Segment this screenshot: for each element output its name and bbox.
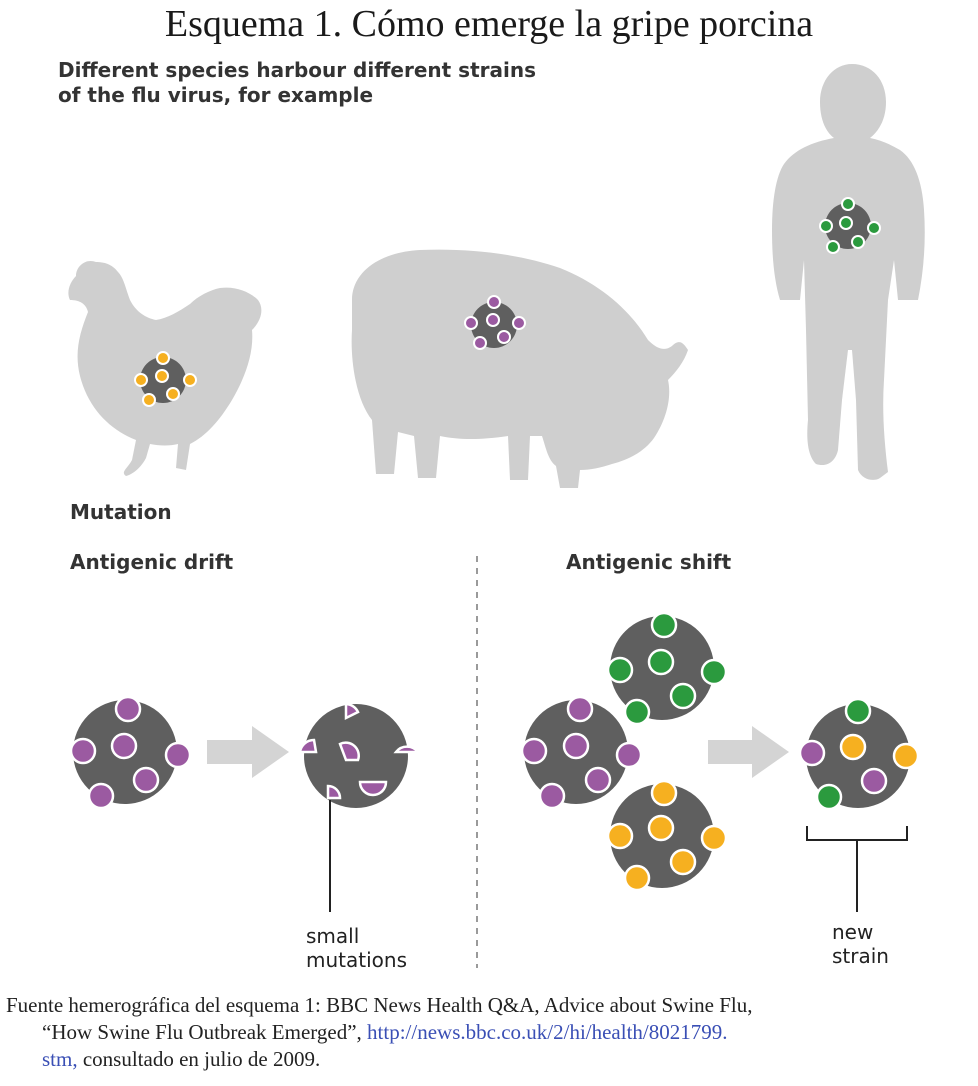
source-link-part-2[interactable]: stm, [42, 1047, 78, 1071]
small-mutations-line-1: small [306, 924, 360, 948]
caption-line-1: Fuente hemerográfica del esquema 1: BBC … [6, 993, 753, 1017]
caption-consulted-date: consultado en julio de 2009. [77, 1047, 321, 1071]
shift-arrow-right-icon [708, 726, 789, 778]
bird-flu-virus-icon [134, 351, 197, 407]
intro-line-2: of the flu virus, for example [58, 83, 374, 107]
small-mutations-label: small mutations [306, 924, 407, 972]
caption-line-3: stm, consultado en julio de 2009. [6, 1046, 974, 1073]
source-caption: Fuente hemerográfica del esquema 1: BBC … [6, 992, 974, 1073]
human-silhouette-icon [772, 64, 925, 480]
source-link-part-1[interactable]: http://news.bbc.co.uk/2/hi/health/802179… [367, 1020, 728, 1044]
intro-text: Different species harbour different stra… [58, 58, 658, 108]
new-strain-virus-icon [798, 697, 920, 811]
swine-flu-virus-icon [464, 295, 526, 350]
shift-human-virus-icon [606, 611, 728, 726]
drift-original-virus-icon [69, 695, 192, 810]
small-mutations-line-2: mutations [306, 948, 407, 972]
new-strain-line-2: strain [832, 944, 889, 968]
new-strain-line-1: new [832, 920, 874, 944]
drift-mutated-virus-icon [298, 702, 421, 808]
flu-diagram [68, 64, 925, 968]
antigenic-drift-heading: Antigenic drift [70, 550, 234, 574]
shift-bird-virus-icon [606, 779, 728, 892]
intro-line-1: Different species harbour different stra… [58, 58, 537, 82]
caption-article-title: “How Swine Flu Outbreak Emerged”, [42, 1020, 368, 1044]
mutation-heading: Mutation [70, 500, 172, 524]
new-strain-bracket [806, 826, 908, 912]
pig-silhouette-icon [351, 249, 688, 488]
caption-line-2: “How Swine Flu Outbreak Emerged”, http:/… [6, 1019, 974, 1046]
new-strain-label: new strain [832, 920, 889, 968]
antigenic-shift-heading: Antigenic shift [566, 550, 732, 574]
human-flu-virus-icon [819, 197, 881, 254]
page-title: Esquema 1. Cómo emerge la gripe porcina [164, 3, 814, 45]
shift-swine-virus-icon [520, 695, 643, 810]
drift-arrow-right-icon [207, 726, 289, 778]
